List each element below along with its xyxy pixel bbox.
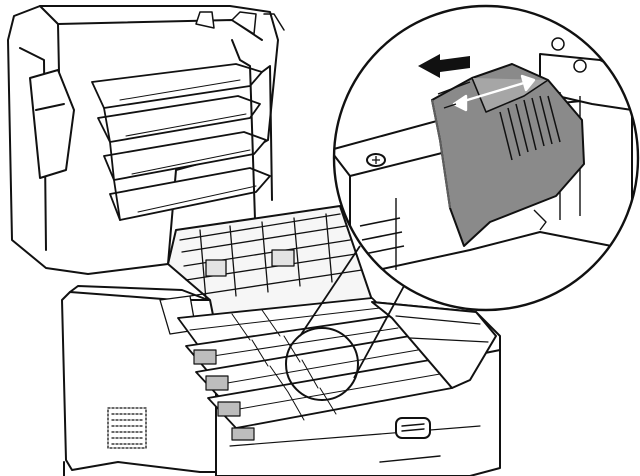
toner-cartridges xyxy=(177,297,453,441)
toner-highlight-circle xyxy=(285,327,359,401)
magnified-callout xyxy=(332,4,640,312)
printer-body xyxy=(7,5,501,476)
vent-grille xyxy=(107,407,147,449)
lock-symbol-icon xyxy=(366,153,386,167)
push-direction-arrow-icon xyxy=(418,54,470,78)
rotation-double-arrow-icon xyxy=(452,74,536,112)
tray-handle xyxy=(395,417,431,439)
lever-ridges xyxy=(499,95,561,161)
callout-connector xyxy=(299,245,405,379)
led-head-bars xyxy=(91,63,271,221)
